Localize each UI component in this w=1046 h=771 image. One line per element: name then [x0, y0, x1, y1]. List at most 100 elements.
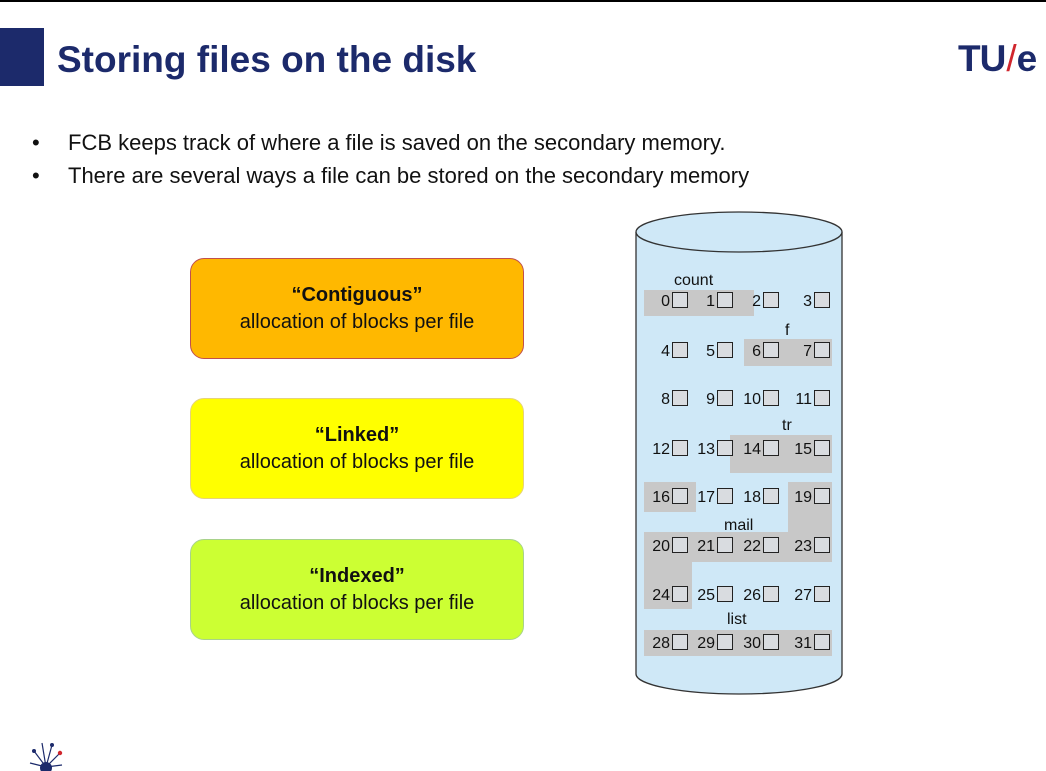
allocation-description: allocation of blocks per file — [239, 591, 475, 614]
disk-block-square — [672, 440, 688, 456]
disk-block: 10 — [743, 390, 779, 410]
disk-block: 19 — [794, 488, 830, 508]
disk-block-square — [814, 586, 830, 602]
disk-block: 26 — [743, 586, 779, 606]
disk-block: 9 — [706, 390, 733, 410]
disk-block: 1 — [706, 292, 733, 312]
disk-block-number: 20 — [652, 538, 670, 555]
indexed-allocation-box: “Indexed” allocation of blocks per file — [190, 539, 524, 640]
disk-block-square — [763, 292, 779, 308]
disk-block-number: 24 — [652, 587, 670, 604]
file-label-mail: mail — [724, 517, 754, 534]
allocation-description: allocation of blocks per file — [239, 310, 475, 333]
disk-block: 30 — [743, 634, 779, 654]
disk-block-square — [763, 537, 779, 553]
disk-block-number: 25 — [697, 587, 715, 604]
disk-block-square — [717, 537, 733, 553]
disk-block-square — [672, 586, 688, 602]
disk-block: 28 — [652, 634, 688, 654]
disk-block: 25 — [697, 586, 733, 606]
disk-block: 18 — [743, 488, 779, 508]
disk-block: 13 — [697, 440, 733, 460]
disk-block-number: 9 — [706, 391, 715, 408]
file-label-count: count — [674, 272, 714, 289]
disk-block: 7 — [803, 342, 830, 362]
disk-block-number: 3 — [803, 293, 812, 310]
disk-block-square — [763, 342, 779, 358]
file-label-f: f — [785, 322, 790, 339]
disk-block-square — [717, 390, 733, 406]
disk-block-square — [717, 586, 733, 602]
disk-block: 16 — [652, 488, 688, 508]
disk-block-square — [672, 537, 688, 553]
disk-block-square — [814, 292, 830, 308]
disk-block: 29 — [697, 634, 733, 654]
disk-block-number: 29 — [697, 635, 715, 652]
disk-block-number: 30 — [743, 635, 761, 652]
file-extent-count — [644, 290, 754, 316]
disk-block: 24 — [652, 586, 688, 606]
disk-block: 11 — [795, 390, 830, 410]
disk-block-square — [814, 634, 830, 650]
linked-allocation-box: “Linked” allocation of blocks per file — [190, 398, 524, 499]
tue-network-icon — [29, 742, 63, 771]
disk-block-number: 13 — [697, 441, 715, 458]
allocation-description: allocation of blocks per file — [239, 450, 475, 473]
disk-block-number: 12 — [652, 441, 670, 458]
disk-block-square — [814, 440, 830, 456]
disk-block-number: 23 — [794, 538, 812, 555]
disk-block-number: 4 — [661, 343, 670, 360]
bullet-list: FCB keeps track of where a file is saved… — [32, 126, 749, 192]
disk-block-square — [814, 488, 830, 504]
contiguous-allocation-box: “Contiguous” allocation of blocks per fi… — [190, 258, 524, 359]
disk-block-number: 10 — [743, 391, 761, 408]
disk-block-square — [763, 390, 779, 406]
disk-block-number: 22 — [743, 538, 761, 555]
disk-block-number: 11 — [795, 391, 812, 408]
disk-block-square — [672, 634, 688, 650]
disk-block: 12 — [652, 440, 688, 460]
allocation-name: “Contiguous” — [291, 283, 423, 306]
disk-block: 27 — [794, 586, 830, 606]
slide-title: Storing files on the disk — [57, 39, 477, 80]
disk-block: 2 — [752, 292, 779, 312]
top-rule — [0, 0, 1046, 2]
disk-block-square — [717, 440, 733, 456]
disk-block-number: 17 — [697, 489, 715, 506]
tue-logo: TU/e — [958, 38, 1038, 80]
disk-block-square — [814, 390, 830, 406]
bullet-item: There are several ways a file can be sto… — [32, 159, 749, 192]
file-label-tr: tr — [782, 417, 792, 434]
disk-block-number: 28 — [652, 635, 670, 652]
allocation-name: “Indexed” — [309, 564, 405, 587]
logo-text-right: e — [1016, 38, 1038, 79]
disk-block-square — [672, 390, 688, 406]
disk-block-number: 8 — [661, 391, 670, 408]
disk-block-number: 31 — [794, 635, 812, 652]
disk-block-number: 7 — [803, 343, 812, 360]
logo-text-left: TU — [958, 38, 1006, 79]
disk-block: 22 — [743, 537, 779, 557]
disk-block: 8 — [661, 390, 688, 410]
title-accent-square — [0, 28, 44, 86]
disk-block: 0 — [661, 292, 688, 312]
disk-block-number: 26 — [743, 587, 761, 604]
disk-block-number: 14 — [743, 441, 761, 458]
disk-block-number: 16 — [652, 489, 670, 506]
disk-block: 17 — [697, 488, 733, 508]
bullet-item: FCB keeps track of where a file is saved… — [32, 126, 749, 159]
disk-block: 14 — [743, 440, 779, 460]
disk-block-number: 1 — [706, 293, 715, 310]
file-label-list: list — [727, 611, 747, 628]
disk-block-square — [717, 634, 733, 650]
disk-block-number: 5 — [706, 343, 715, 360]
disk-block-square — [672, 342, 688, 358]
disk-block-square — [763, 634, 779, 650]
disk-block: 4 — [661, 342, 688, 362]
disk-block-square — [814, 342, 830, 358]
disk-block: 23 — [794, 537, 830, 557]
disk-block-square — [814, 537, 830, 553]
disk-block-square — [763, 488, 779, 504]
